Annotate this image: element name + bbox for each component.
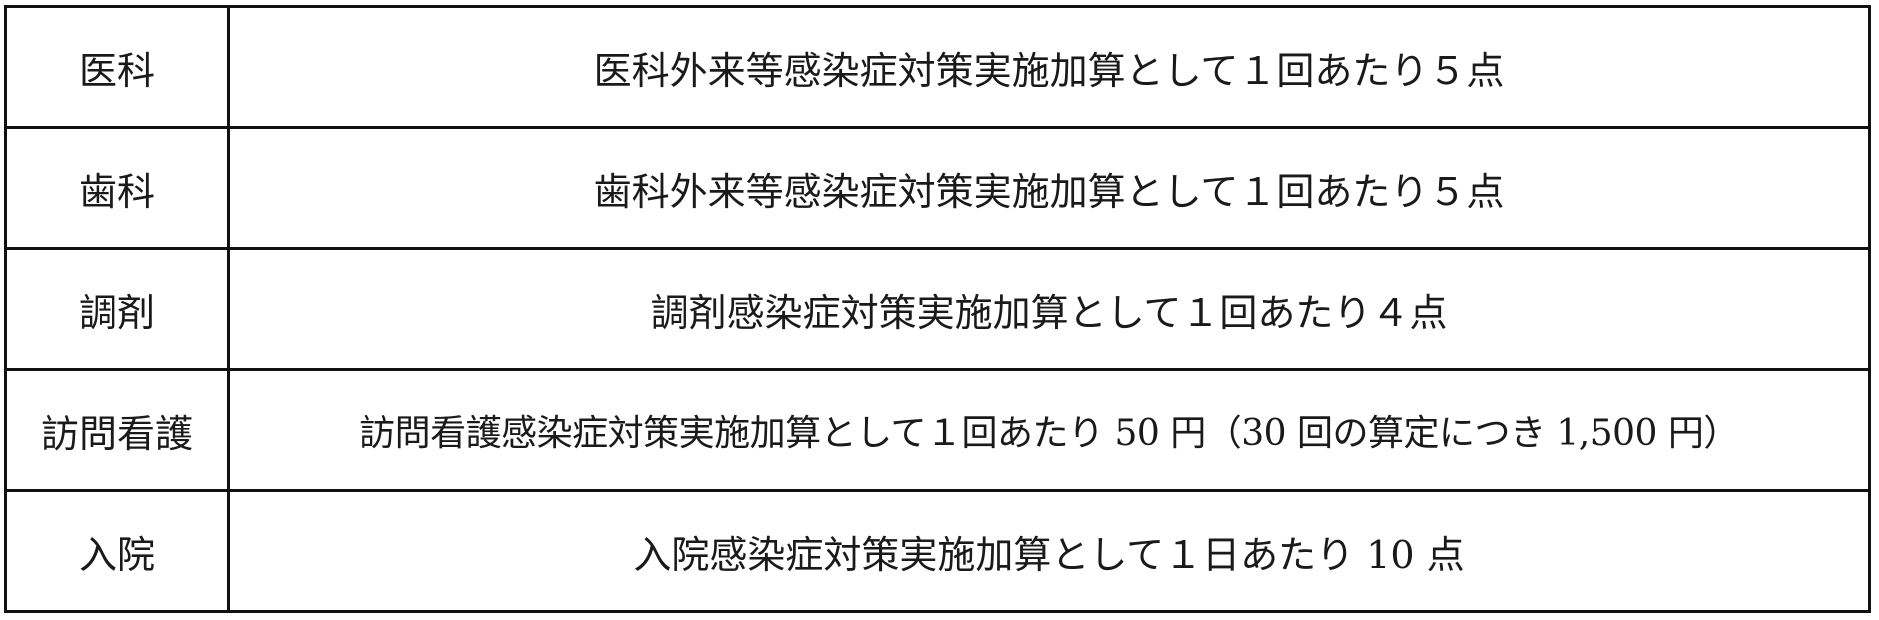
row-description: 医科外来等感染症対策実施加算として１回あたり５点 [227,5,1871,129]
row-description: 歯科外来等感染症対策実施加算として１回あたり５点 [227,126,1871,250]
row-description: 調剤感染症対策実施加算として１回あたり４点 [227,247,1871,371]
table-row: 訪問看護 訪問看護感染症対策実施加算として１回あたり 50 円（30 回の算定に… [4,368,1871,492]
row-category: 歯科 [4,126,230,250]
table-row: 調剤 調剤感染症対策実施加算として１回あたり４点 [4,247,1871,371]
row-category: 調剤 [4,247,230,371]
table-row: 入院 入院感染症対策実施加算として１日あたり 10 点 [4,489,1871,613]
row-description: 訪問看護感染症対策実施加算として１回あたり 50 円（30 回の算定につき 1,… [227,368,1871,492]
infection-control-bonus-table: 医科 医科外来等感染症対策実施加算として１回あたり５点 歯科 歯科外来等感染症対… [4,5,1871,613]
row-category: 医科 [4,5,230,129]
table-row: 医科 医科外来等感染症対策実施加算として１回あたり５点 [4,5,1871,129]
table-row: 歯科 歯科外来等感染症対策実施加算として１回あたり５点 [4,126,1871,250]
row-category: 入院 [4,489,230,613]
row-category: 訪問看護 [4,368,230,492]
row-description: 入院感染症対策実施加算として１日あたり 10 点 [227,489,1871,613]
